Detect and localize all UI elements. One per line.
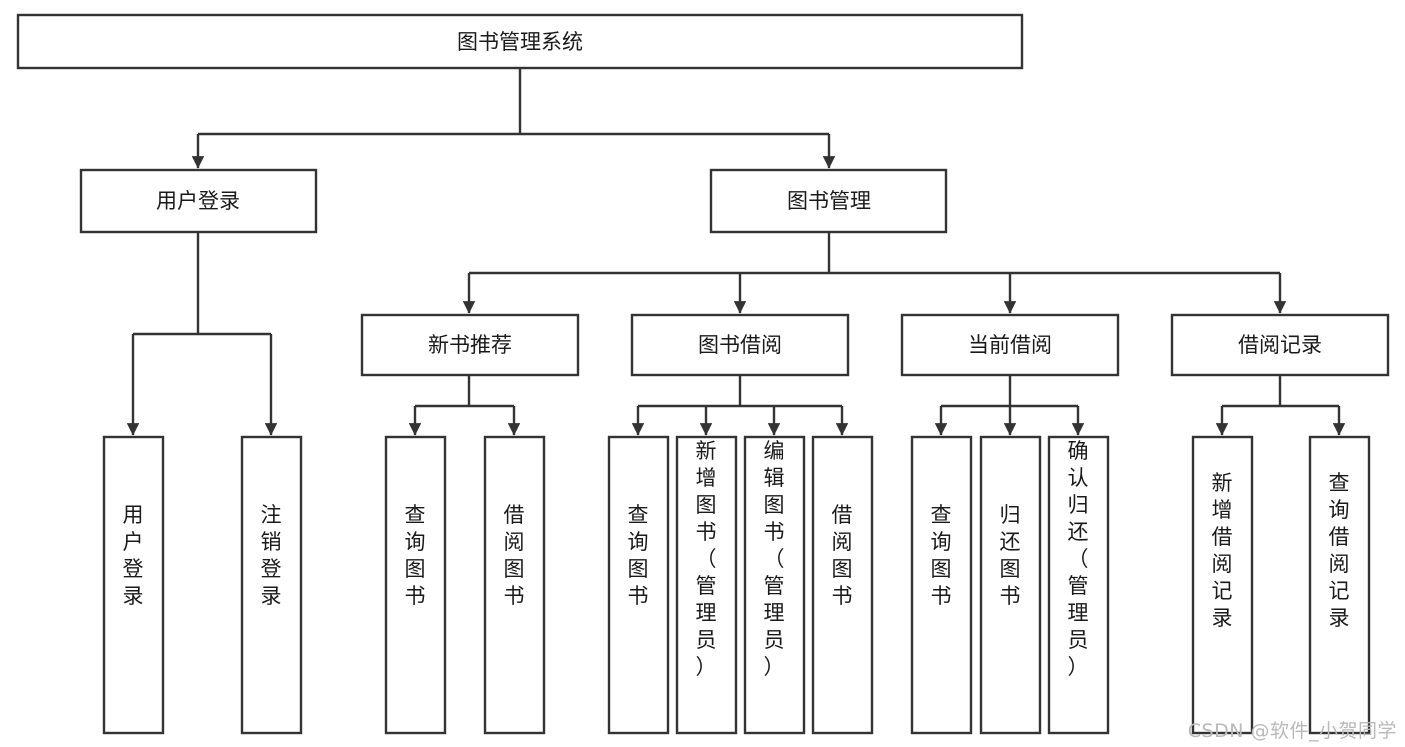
node-user-login[interactable]: 用户登录 [79, 168, 318, 234]
node-book-borrow-label: 图书借阅 [698, 333, 782, 357]
node-leaf-add-record-label: 新增借阅记录 [1212, 471, 1233, 630]
node-leaf-edit-book-label: 编辑图书（管理员） [764, 439, 785, 679]
node-root[interactable]: 图书管理系统 [16, 13, 1024, 70]
node-leaf-borrow-book-1-label: 借阅图书 [504, 503, 525, 608]
node-borrow-record-box[interactable] [1170, 313, 1390, 377]
node-leaf-return-book-box[interactable] [979, 435, 1042, 735]
node-leaf-add-record-box[interactable] [1191, 435, 1254, 735]
node-leaf-query-book-3-box[interactable] [910, 435, 973, 735]
edges-book-borrow-to-leaves [631, 375, 849, 436]
node-root-label: 图书管理系统 [457, 30, 583, 54]
node-leaf-query-book-3-label: 查询图书 [931, 503, 952, 608]
node-leaf-query-book-2-label: 查询图书 [628, 503, 649, 608]
node-new-book-recommend-label: 新书推荐 [428, 333, 512, 357]
edges-new-book-recommend-to-leaves [408, 375, 521, 436]
edges-book-management-to-level2 [462, 232, 1287, 314]
node-leaf-borrow-book-2-box[interactable] [811, 435, 874, 735]
node-leaf-borrow-book-1-box[interactable] [483, 435, 546, 735]
node-book-borrow-box[interactable] [630, 313, 850, 377]
node-leaf-borrow-book-2[interactable]: 借阅图书 [811, 435, 874, 735]
edges-root-to-level1 [191, 68, 836, 169]
node-leaf-borrow-book-2-label: 借阅图书 [832, 503, 853, 608]
node-leaf-confirm-return-box[interactable] [1047, 435, 1110, 735]
node-borrow-record-label: 借阅记录 [1238, 333, 1322, 357]
node-leaf-user-login[interactable]: 用户登录 [102, 435, 165, 735]
node-leaf-query-record-box[interactable] [1308, 435, 1371, 735]
node-leaf-query-record-label: 查询借阅记录 [1329, 471, 1350, 630]
node-leaf-return-book[interactable]: 归还图书 [979, 435, 1042, 735]
node-leaf-edit-book-box[interactable] [743, 435, 806, 735]
node-leaf-add-book-box[interactable] [675, 435, 738, 735]
node-leaf-logout-login[interactable]: 注销登录 [240, 435, 303, 735]
node-leaf-add-book[interactable]: 新增图书（管理员） [675, 435, 738, 735]
edges-current-borrow-to-leaves [934, 375, 1085, 436]
node-leaf-query-book-1-box[interactable] [384, 435, 447, 735]
node-book-management-label: 图书管理 [787, 189, 871, 213]
node-leaf-user-login-box[interactable] [102, 435, 165, 735]
node-leaf-query-book-3[interactable]: 查询图书 [910, 435, 973, 735]
node-leaf-add-book-label: 新增图书（管理员） [696, 439, 717, 679]
edges-borrow-record-to-leaves [1215, 375, 1346, 436]
node-leaf-query-record[interactable]: 查询借阅记录 [1308, 435, 1371, 735]
node-leaf-edit-book[interactable]: 编辑图书（管理员） [743, 435, 806, 735]
node-borrow-record[interactable]: 借阅记录 [1170, 313, 1390, 377]
node-leaf-add-record[interactable]: 新增借阅记录 [1191, 435, 1254, 735]
node-user-login-box[interactable] [79, 168, 318, 234]
node-leaf-user-login-label: 用户登录 [123, 503, 144, 608]
node-leaf-query-book-2-box[interactable] [607, 435, 670, 735]
node-leaf-query-book-2[interactable]: 查询图书 [607, 435, 670, 735]
node-leaf-logout-login-label: 注销登录 [261, 503, 282, 608]
node-book-management[interactable]: 图书管理 [709, 168, 948, 234]
node-leaf-confirm-return-label: 确认归还（管理员） [1068, 439, 1089, 679]
node-new-book-recommend[interactable]: 新书推荐 [360, 313, 580, 377]
node-new-book-recommend-box[interactable] [360, 313, 580, 377]
node-root-box[interactable] [16, 13, 1024, 70]
node-user-login-label: 用户登录 [156, 189, 240, 213]
node-book-management-box[interactable] [709, 168, 948, 234]
node-leaf-confirm-return[interactable]: 确认归还（管理员） [1047, 435, 1110, 735]
node-current-borrow[interactable]: 当前借阅 [900, 313, 1120, 377]
node-current-borrow-box[interactable] [900, 313, 1120, 377]
node-leaf-query-book-1[interactable]: 查询图书 [384, 435, 447, 735]
node-book-borrow[interactable]: 图书借阅 [630, 313, 850, 377]
node-leaf-logout-login-box[interactable] [240, 435, 303, 735]
edges-user-login-to-leaves [126, 232, 278, 436]
node-leaf-query-book-1-label: 查询图书 [405, 503, 426, 608]
node-leaf-return-book-label: 归还图书 [1000, 503, 1021, 608]
node-leaf-borrow-book-1[interactable]: 借阅图书 [483, 435, 546, 735]
node-current-borrow-label: 当前借阅 [968, 333, 1052, 357]
